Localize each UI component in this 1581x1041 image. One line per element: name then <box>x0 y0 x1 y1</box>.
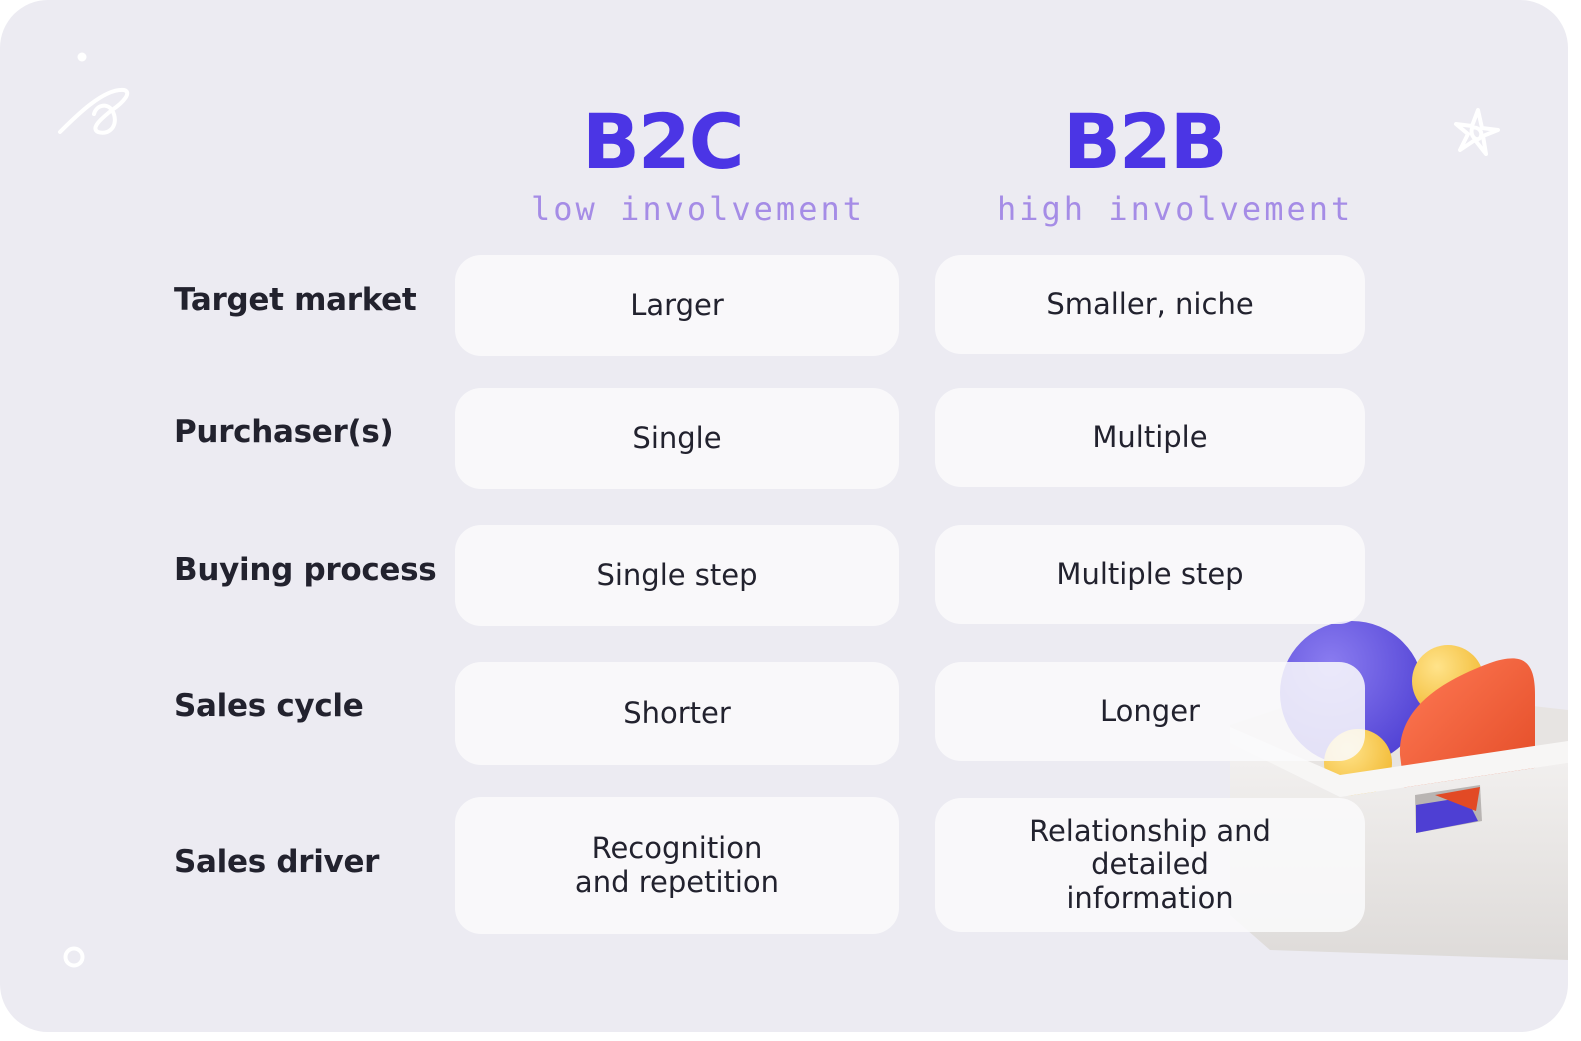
cell-text: Single <box>632 420 722 455</box>
cell-text: Larger <box>630 287 724 322</box>
cell-text: Shorter <box>623 695 731 730</box>
cell-text: Multiple step <box>1056 556 1244 591</box>
cell-b2c-purchasers: Single <box>455 388 899 489</box>
cell-b2b-target-market: Smaller, niche <box>935 255 1365 354</box>
row-label-sales-driver: Sales driver <box>174 844 380 880</box>
column-subtitle-b2c: low involvement <box>531 190 865 228</box>
cell-b2c-sales-driver: Recognition and repetition <box>455 797 899 934</box>
cell-b2b-purchasers: Multiple <box>935 388 1365 487</box>
star-doodle-icon <box>1454 108 1500 156</box>
dot-doodle-icon <box>77 52 87 62</box>
swirl-doodle-icon <box>58 87 130 135</box>
cell-text: Relationship and detailed information <box>1029 813 1271 915</box>
cell-b2c-sales-cycle: Shorter <box>455 662 899 765</box>
cell-b2b-buying-process: Multiple step <box>935 525 1365 624</box>
cell-text: Longer <box>1100 693 1200 728</box>
circle-doodle-icon <box>63 946 85 968</box>
column-title-b2b: B2B <box>1063 97 1228 186</box>
cell-b2b-sales-cycle: Longer <box>935 662 1365 761</box>
row-label-target-market: Target market <box>174 282 417 318</box>
cell-b2c-buying-process: Single step <box>455 525 899 626</box>
row-label-purchasers: Purchaser(s) <box>174 414 394 450</box>
cell-text: Single step <box>596 557 758 592</box>
cell-text: Recognition and repetition <box>574 831 780 899</box>
row-label-sales-cycle: Sales cycle <box>174 688 364 724</box>
cell-text: Smaller, niche <box>1046 286 1254 321</box>
cell-b2b-sales-driver: Relationship and detailed information <box>935 798 1365 932</box>
toy-basket-illustration <box>1230 621 1568 960</box>
column-title-b2c: B2C <box>582 97 745 186</box>
cell-text: Multiple <box>1092 419 1208 454</box>
column-subtitle-b2b: high involvement <box>997 190 1354 228</box>
cell-b2c-target-market: Larger <box>455 255 899 356</box>
row-label-buying-process: Buying process <box>174 552 437 588</box>
